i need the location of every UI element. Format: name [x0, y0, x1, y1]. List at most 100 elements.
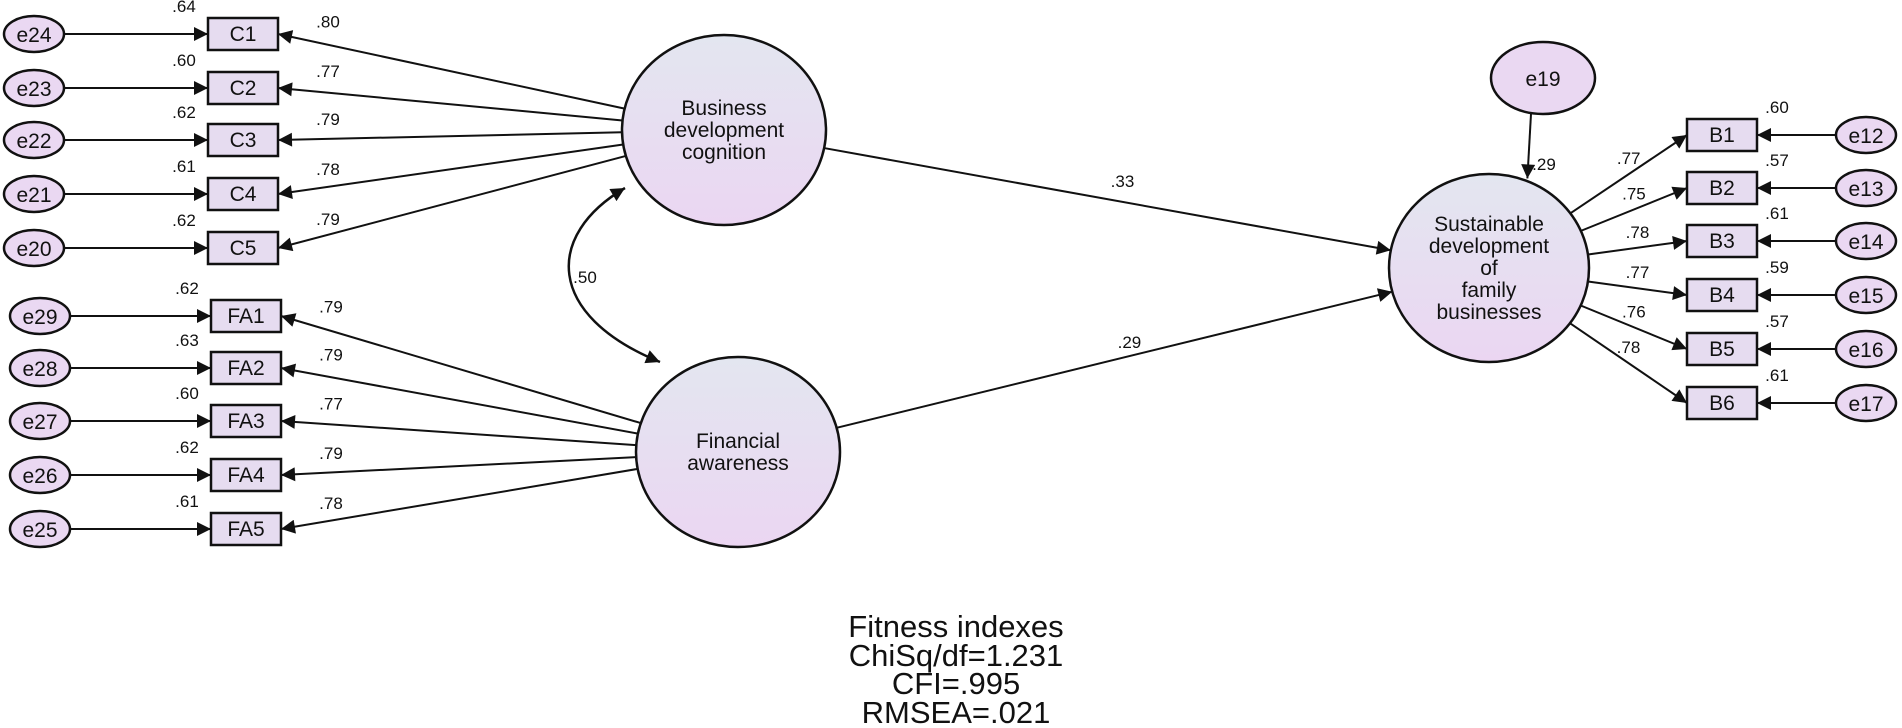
r2-value: .61	[172, 157, 196, 176]
loading-arrow-FA2	[280, 363, 639, 435]
indicator-box-FA5	[209, 511, 283, 547]
indicator-box-B3	[1685, 223, 1759, 259]
structural-path-bdc-sd	[823, 147, 1391, 255]
loading-value: .77	[1617, 149, 1641, 168]
loading-value: .78	[319, 494, 343, 513]
indicator-box-C1	[206, 16, 280, 52]
error-circle-e20	[2, 228, 66, 268]
loading-value: .79	[319, 298, 343, 317]
loading-arrow-C5	[277, 154, 627, 252]
error-circle-e28	[8, 348, 72, 388]
fitness-indexes: Fitness indexes ChiSq/df=1.231 CFI=.995 …	[848, 609, 1063, 728]
loading-value: .77	[316, 62, 340, 81]
latent-label-line: Business	[681, 97, 766, 120]
structural-path-fa-sd	[836, 288, 1393, 429]
error-label: e16	[1848, 339, 1883, 362]
latent-bdc	[620, 33, 828, 227]
indicator-label: FA4	[227, 464, 265, 487]
error-circle-e23	[2, 68, 66, 108]
loading-arrow-B2	[1580, 186, 1688, 232]
indicator-box-FA2	[209, 350, 283, 386]
error-circle-e13	[1834, 168, 1898, 208]
indicator-label: C5	[230, 237, 257, 260]
indicator-box-C2	[206, 70, 280, 106]
indicator-box-B4	[1685, 277, 1759, 313]
loading-arrow-B6	[1569, 322, 1688, 404]
indicator-label: FA3	[227, 410, 264, 433]
indicator-label: FA1	[227, 305, 264, 328]
loading-arrow-FA4	[280, 456, 637, 482]
error-circle-e21	[2, 174, 66, 214]
error-circle-e22	[2, 120, 66, 160]
error-label: e25	[22, 519, 57, 542]
r2-value: .64	[172, 0, 196, 16]
loading-arrow-FA3	[280, 414, 637, 447]
error-label: e17	[1848, 393, 1883, 416]
covariance-curve	[567, 186, 661, 364]
indicator-box-C3	[206, 122, 280, 158]
latent-label-line: development	[1429, 235, 1549, 258]
r2-value: .61	[1765, 366, 1789, 385]
error-label: e12	[1848, 125, 1883, 148]
loading-value: .76	[1622, 302, 1646, 321]
loading-arrow-B3	[1587, 235, 1688, 256]
indicator-label: C4	[230, 183, 257, 206]
indicator-box-B5	[1685, 331, 1759, 367]
fitness-rmsea: RMSEA=.021	[862, 695, 1051, 728]
fitness-title: Fitness indexes	[848, 609, 1063, 644]
error-circle-e24	[2, 14, 66, 54]
error-label: e21	[16, 184, 51, 207]
indicator-label: B6	[1709, 392, 1735, 415]
disturbance-circle	[1489, 40, 1597, 116]
fitness-cfi: CFI=.995	[892, 666, 1020, 701]
covariance-value: .50	[573, 268, 597, 287]
disturbance-r2: .29	[1532, 155, 1556, 174]
indicator-box-B6	[1685, 385, 1759, 421]
loading-value: .77	[1626, 263, 1650, 282]
indicator-box-C5	[206, 230, 280, 266]
latent-sd	[1387, 172, 1591, 364]
indicator-label: C3	[230, 129, 257, 152]
r2-value: .57	[1765, 312, 1789, 331]
fitness-chisq: ChiSq/df=1.231	[849, 638, 1064, 673]
loading-arrow-B5	[1580, 304, 1688, 351]
error-label: e23	[16, 78, 51, 101]
indicator-label: B5	[1709, 338, 1735, 361]
r2-value: .62	[172, 211, 196, 230]
error-circle-e16	[1834, 329, 1898, 369]
path-coefficient: .33	[1111, 172, 1135, 191]
loading-arrow-FA1	[280, 313, 642, 425]
error-circle-e12	[1834, 115, 1898, 155]
indicator-box-C4	[206, 176, 280, 212]
error-circle-e25	[8, 509, 72, 549]
error-circle-e27	[8, 401, 72, 441]
latent-label-line: of	[1480, 257, 1498, 280]
indicator-box-B2	[1685, 170, 1759, 206]
error-label: e24	[16, 24, 51, 47]
indicator-label: FA2	[227, 357, 264, 380]
r2-value: .62	[175, 279, 199, 298]
r2-value: .60	[1765, 98, 1789, 117]
loading-arrow-C2	[277, 82, 623, 122]
error-label: e26	[22, 465, 57, 488]
indicator-box-FA4	[209, 457, 283, 493]
diagram-nodes	[2, 14, 1898, 549]
loading-arrow-FA5	[280, 467, 638, 534]
r2-value: .61	[175, 492, 199, 511]
diagram-edges	[64, 27, 1836, 536]
disturbance-arrow	[1521, 113, 1536, 179]
error-label: e27	[22, 411, 57, 434]
loading-arrow-B1	[1569, 134, 1688, 215]
latent-fa	[634, 355, 842, 549]
loading-value: .79	[319, 444, 343, 463]
indicator-label: B2	[1709, 177, 1735, 200]
loading-arrow-C1	[277, 30, 625, 110]
error-circle-e29	[8, 296, 72, 336]
loading-arrow-C4	[277, 143, 624, 199]
indicator-label: C1	[230, 23, 257, 46]
latent-label-line: awareness	[687, 452, 789, 475]
r2-value: .59	[1765, 258, 1789, 277]
loading-value: .80	[316, 12, 340, 31]
indicator-label: FA5	[227, 518, 264, 541]
